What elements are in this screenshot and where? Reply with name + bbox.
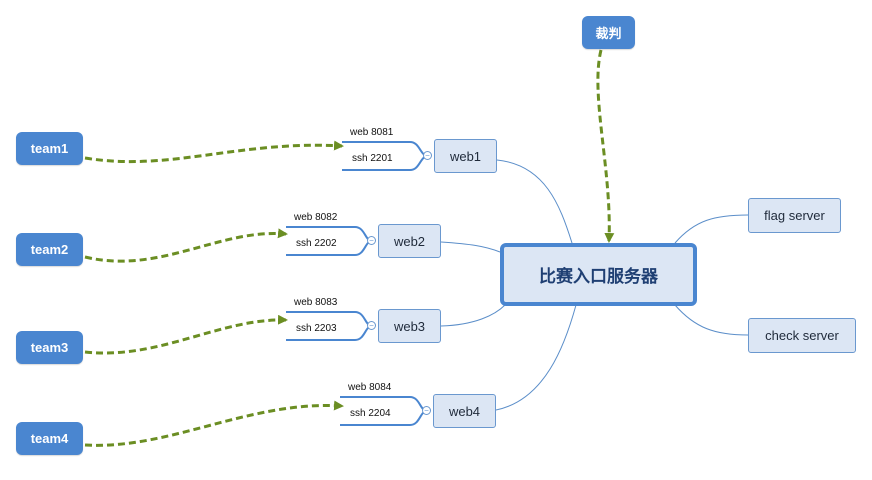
- flag-server-node: flag server: [748, 198, 841, 233]
- team4-label: team4: [30, 431, 69, 446]
- team3-label: team3: [30, 340, 69, 355]
- connector-web3: [440, 304, 506, 327]
- referee-label: 裁判: [595, 26, 622, 41]
- team2-node: team2: [16, 233, 83, 266]
- web4-web-port: web 8084: [348, 382, 392, 393]
- connector-check-server: [674, 304, 749, 336]
- web2-collapse-toggle[interactable]: −: [367, 236, 376, 245]
- web1-ssh-port: ssh 2201: [352, 153, 393, 164]
- web2-label: web2: [393, 233, 426, 249]
- web1-label: web1: [449, 148, 482, 164]
- web4-node: web4: [433, 394, 496, 428]
- connector-web4: [495, 304, 577, 411]
- team4-arrow: [84, 400, 344, 447]
- team1-node: team1: [16, 132, 83, 165]
- web1-node: web1: [434, 139, 497, 173]
- web2-ssh-port: ssh 2202: [296, 238, 337, 249]
- entry-server-node: 比赛入口服务器: [500, 243, 697, 306]
- check-server-label: check server: [765, 328, 839, 343]
- web3-web-port: web 8083: [294, 297, 338, 308]
- team3-node: team3: [16, 331, 83, 364]
- team4-node: team4: [16, 422, 83, 455]
- flag-server-label: flag server: [764, 208, 825, 223]
- web4-collapse-toggle[interactable]: −: [422, 406, 431, 415]
- web4-ssh-port: ssh 2204: [350, 408, 391, 419]
- connector-web2: [440, 241, 501, 253]
- entry-server-label: 比赛入口服务器: [539, 267, 658, 286]
- web2-node: web2: [378, 224, 441, 258]
- web1-web-port: web 8081: [350, 127, 394, 138]
- web3-label: web3: [393, 318, 426, 334]
- team2-label: team2: [30, 242, 69, 257]
- web1-collapse-toggle[interactable]: −: [423, 151, 432, 160]
- check-server-node: check server: [748, 318, 856, 353]
- referee-arrow: [596, 49, 615, 243]
- connector-web1: [496, 159, 573, 244]
- referee-node: 裁判: [582, 16, 635, 49]
- team2-arrow: [84, 228, 288, 263]
- web3-ssh-port: ssh 2203: [296, 323, 337, 334]
- web4-label: web4: [448, 403, 481, 419]
- team1-label: team1: [30, 141, 69, 156]
- connector-flag-server: [674, 214, 749, 244]
- team3-arrow: [84, 314, 288, 355]
- web3-collapse-toggle[interactable]: −: [367, 321, 376, 330]
- web3-node: web3: [378, 309, 441, 343]
- web2-web-port: web 8082: [294, 212, 338, 223]
- team1-arrow: [84, 140, 344, 164]
